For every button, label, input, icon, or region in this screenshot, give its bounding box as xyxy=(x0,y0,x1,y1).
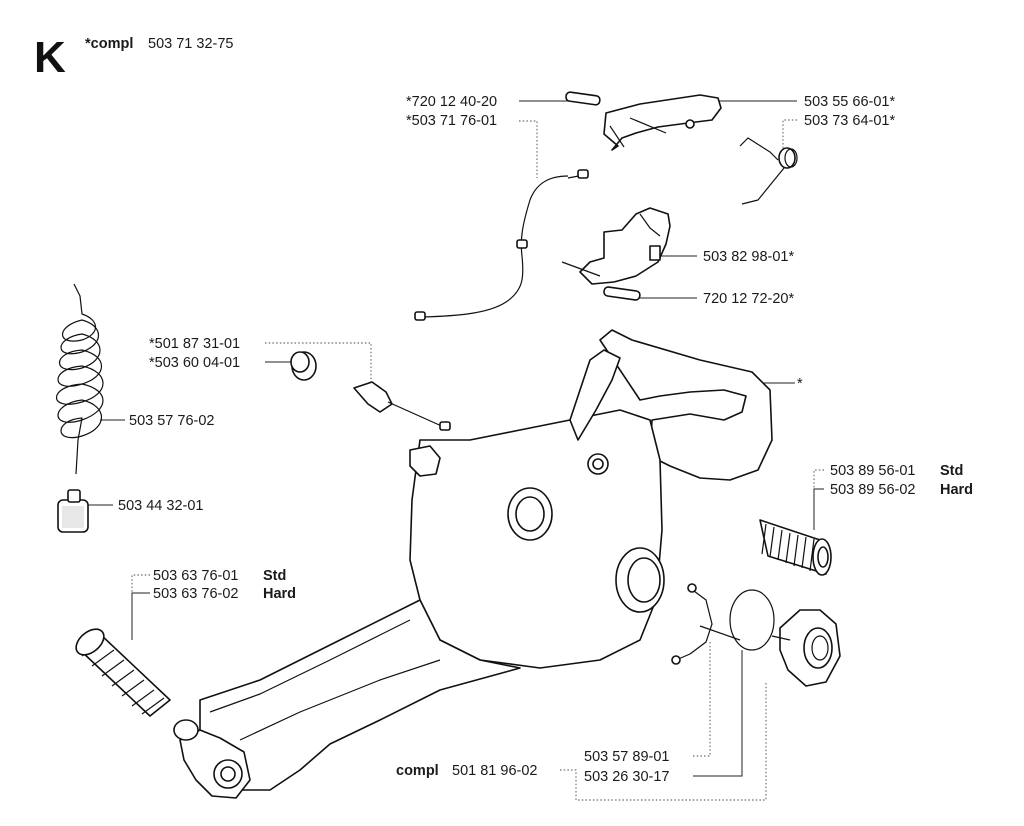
retaining-clip xyxy=(671,583,741,665)
label-720-12-40-20: *720 12 40-20 xyxy=(406,94,497,110)
compl-number: 503 71 32-75 xyxy=(148,36,233,52)
leader-lines xyxy=(85,100,824,801)
right-av-buffer xyxy=(759,519,832,576)
pin-720-12-72-20 xyxy=(603,286,641,301)
throttle-cable xyxy=(414,169,589,321)
label-503-63-76-01-suffix: Std xyxy=(263,568,286,584)
label-503-60-04-01: *503 60 04-01 xyxy=(149,355,240,371)
throttle-lockout xyxy=(561,207,671,285)
left-av-buffer xyxy=(75,628,171,717)
label-503-63-76-01: 503 63 76-01 xyxy=(153,568,238,584)
label-503-63-76-02-suffix: Hard xyxy=(263,586,296,602)
fuel-hose-coil xyxy=(55,283,104,475)
label-503-71-76-01: *503 71 76-01 xyxy=(406,113,497,129)
label-503-82-98-01: 503 82 98-01* xyxy=(703,249,794,265)
label-501-87-31-01: *501 87 31-01 xyxy=(149,336,240,352)
label-503-44-32-01: 503 44 32-01 xyxy=(118,498,203,514)
section-letter: K xyxy=(34,33,66,82)
compl-prefix: *compl xyxy=(85,36,133,52)
label-503-55-66-01: 503 55 66-01* xyxy=(804,94,895,110)
o-ring xyxy=(729,589,775,651)
rubber-plug xyxy=(290,351,317,381)
label-503-57-76-02: 503 57 76-02 xyxy=(129,413,214,429)
label-503-73-64-01: 503 73 64-01* xyxy=(804,113,895,129)
trigger-spring xyxy=(739,137,798,205)
fuel-filter xyxy=(57,489,89,533)
tank-housing xyxy=(173,329,773,799)
label-compl-bottom-prefix: compl xyxy=(396,763,439,779)
label-501-81-96-02: 501 81 96-02 xyxy=(452,763,537,779)
label-503-89-56-02: 503 89 56-02 xyxy=(830,482,915,498)
oil-pump-cover xyxy=(771,609,841,687)
label-503-57-89-01: 503 57 89-01 xyxy=(584,749,669,765)
label-503-26-30-17: 503 26 30-17 xyxy=(584,769,669,785)
cable-end-fitting xyxy=(353,381,451,431)
label-asterisk: * xyxy=(797,376,803,392)
label-503-89-56-01-suffix: Std xyxy=(940,463,963,479)
label-503-63-76-02: 503 63 76-02 xyxy=(153,586,238,602)
pin-720-12-40-20 xyxy=(565,91,601,106)
throttle-trigger xyxy=(603,94,722,151)
label-503-89-56-01: 503 89 56-01 xyxy=(830,463,915,479)
label-503-89-56-02-suffix: Hard xyxy=(940,482,973,498)
label-720-12-72-20: 720 12 72-20* xyxy=(703,291,794,307)
